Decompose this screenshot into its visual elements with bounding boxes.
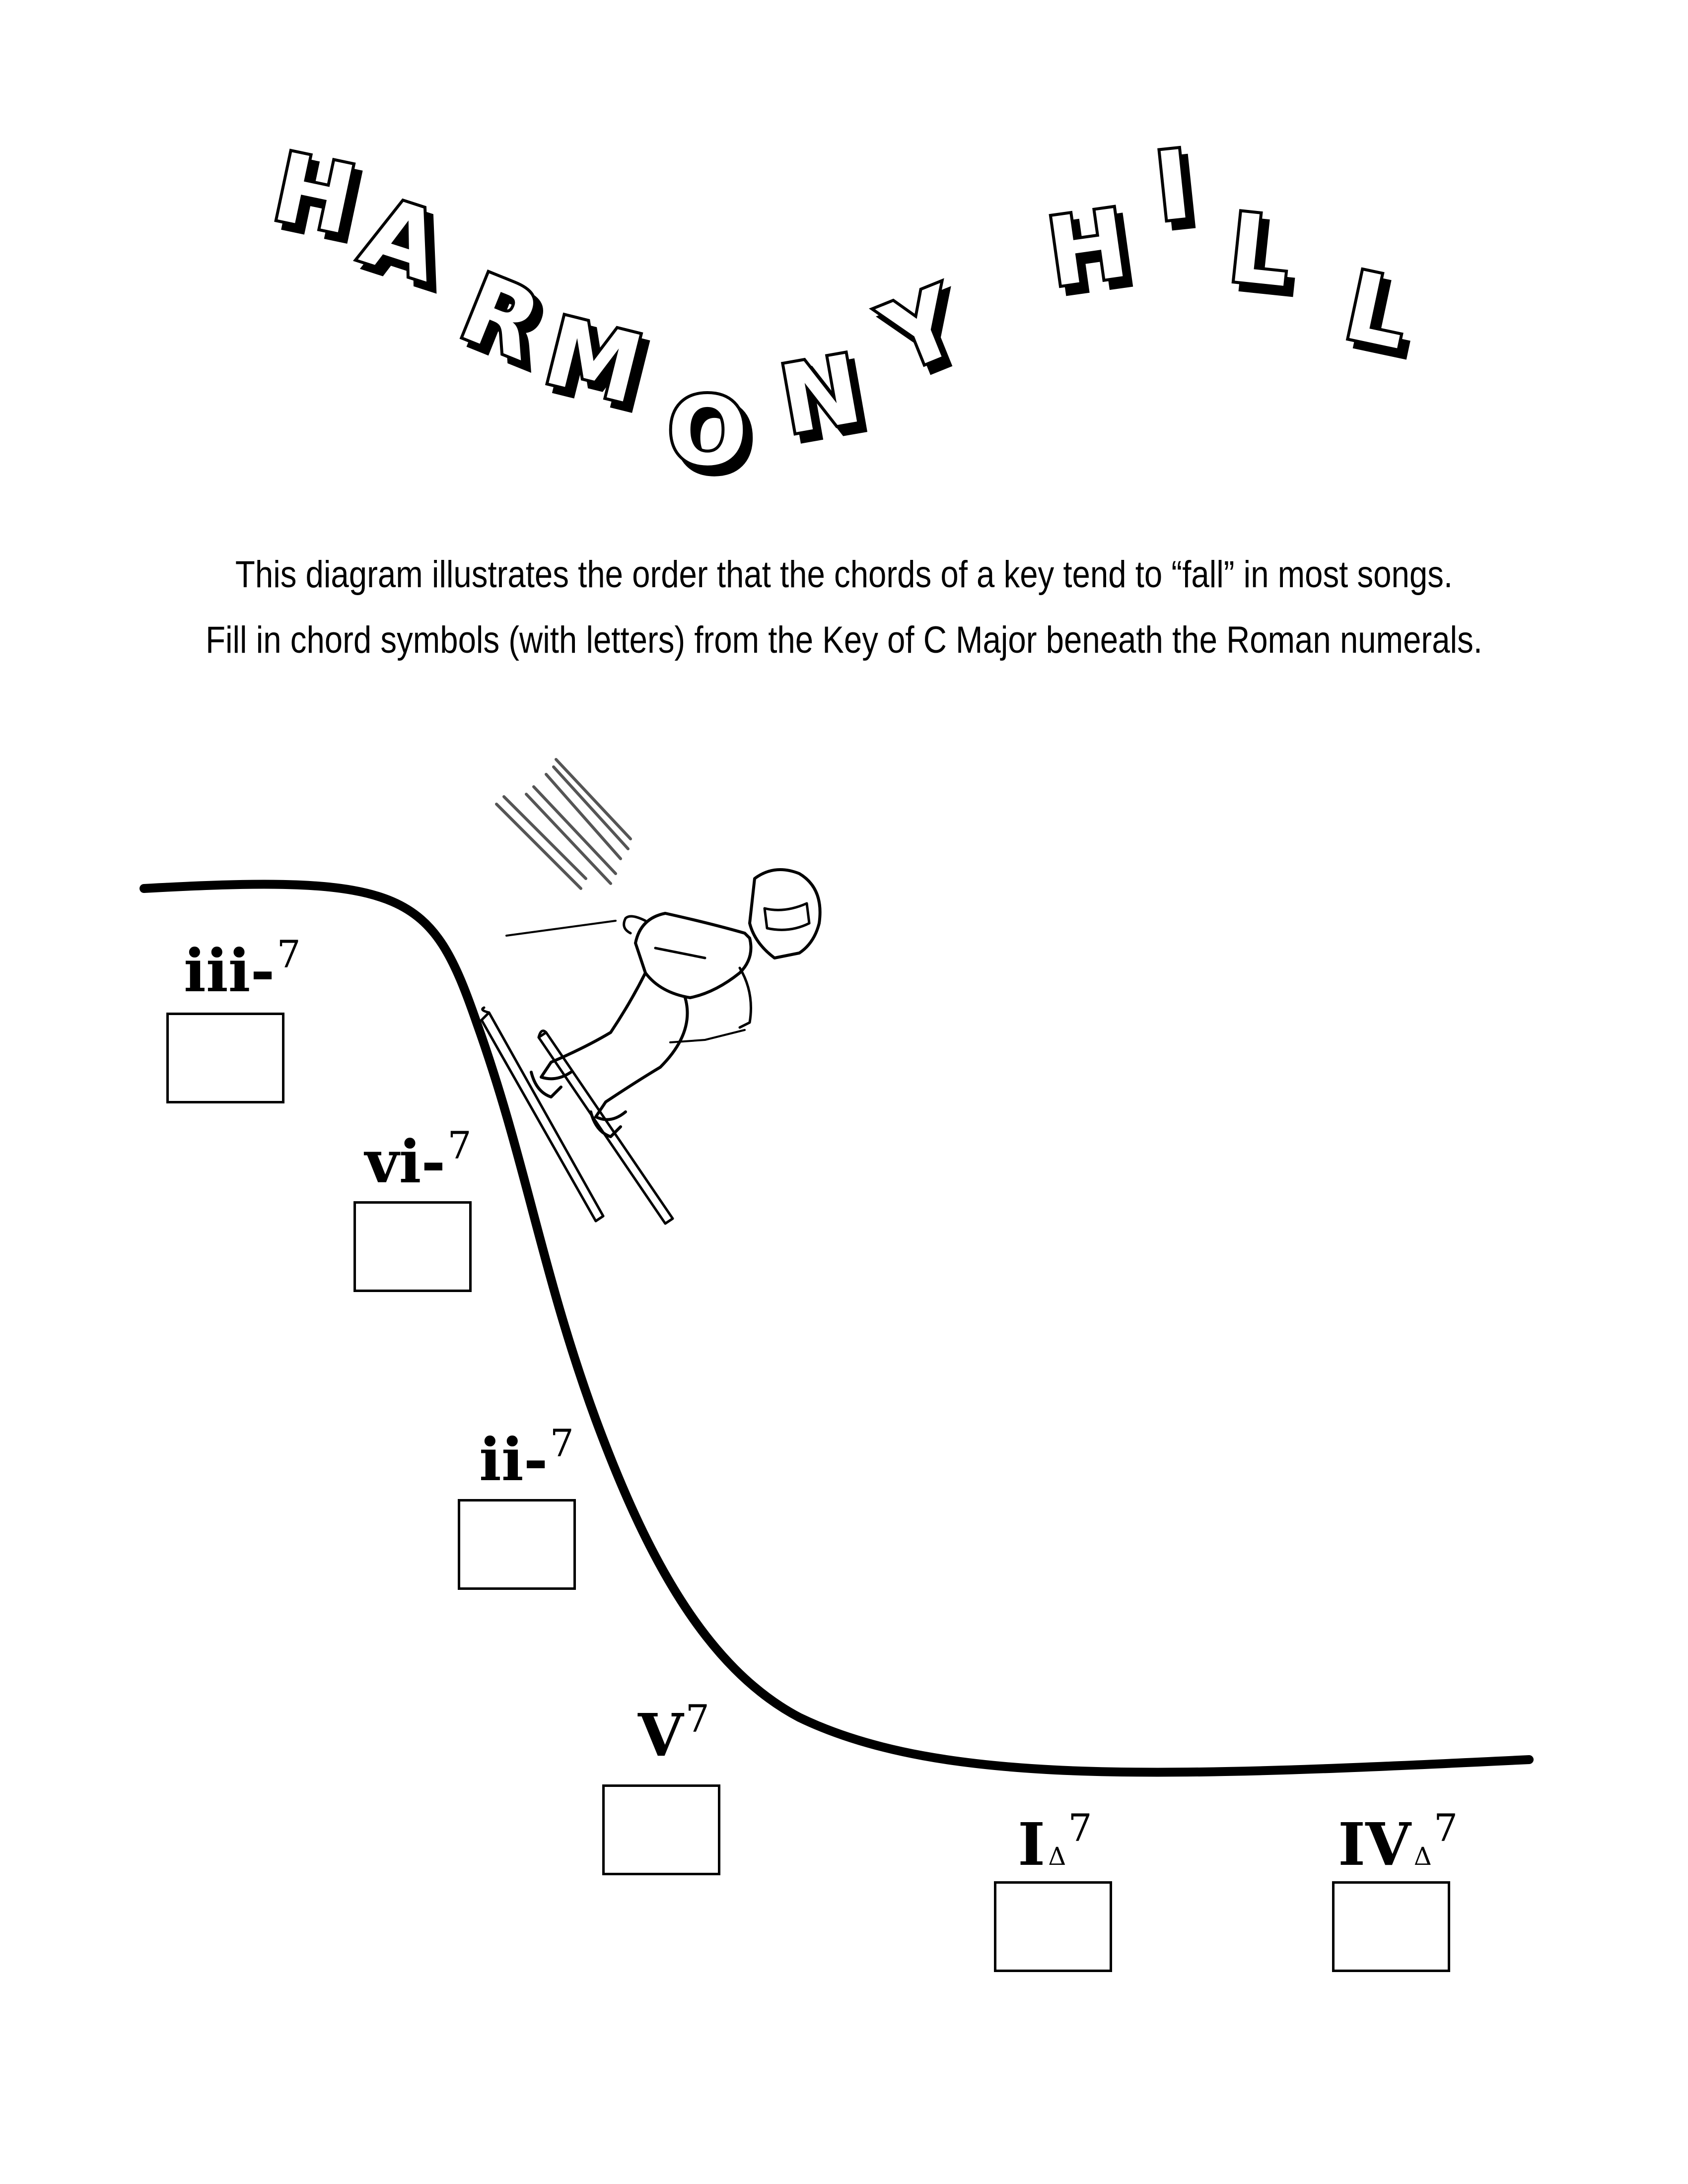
chord-label-vi: vi-7 xyxy=(365,1123,472,1196)
hill-curve xyxy=(140,880,1534,1777)
title-letter: O xyxy=(667,377,748,486)
skier-icon xyxy=(480,758,822,1225)
instructions-line-2: Fill in chord symbols (with letters) fro… xyxy=(206,619,1482,661)
answer-box-v[interactable] xyxy=(602,1784,720,1875)
answer-box-ii[interactable] xyxy=(458,1499,576,1590)
title-letter-shadow: H xyxy=(1048,197,1141,316)
title-letter-shadow: L xyxy=(1231,201,1302,316)
chord-label-ii: ii-7 xyxy=(479,1421,574,1494)
answer-box-i[interactable] xyxy=(994,1881,1112,1972)
title-letter: H xyxy=(1041,189,1134,308)
chord-label-v: V7 xyxy=(638,1697,709,1770)
title-letter-shadow: O xyxy=(674,385,755,494)
title-letter: L xyxy=(1224,193,1295,308)
instructions-line-1: This diagram illustrates the order that … xyxy=(235,553,1453,596)
answer-box-iii[interactable] xyxy=(166,1013,284,1103)
answer-box-vi[interactable] xyxy=(353,1201,472,1292)
answer-box-iv[interactable] xyxy=(1332,1881,1450,1972)
speed-lines-icon xyxy=(495,758,632,890)
chord-label-iii: iii-7 xyxy=(184,932,301,1005)
